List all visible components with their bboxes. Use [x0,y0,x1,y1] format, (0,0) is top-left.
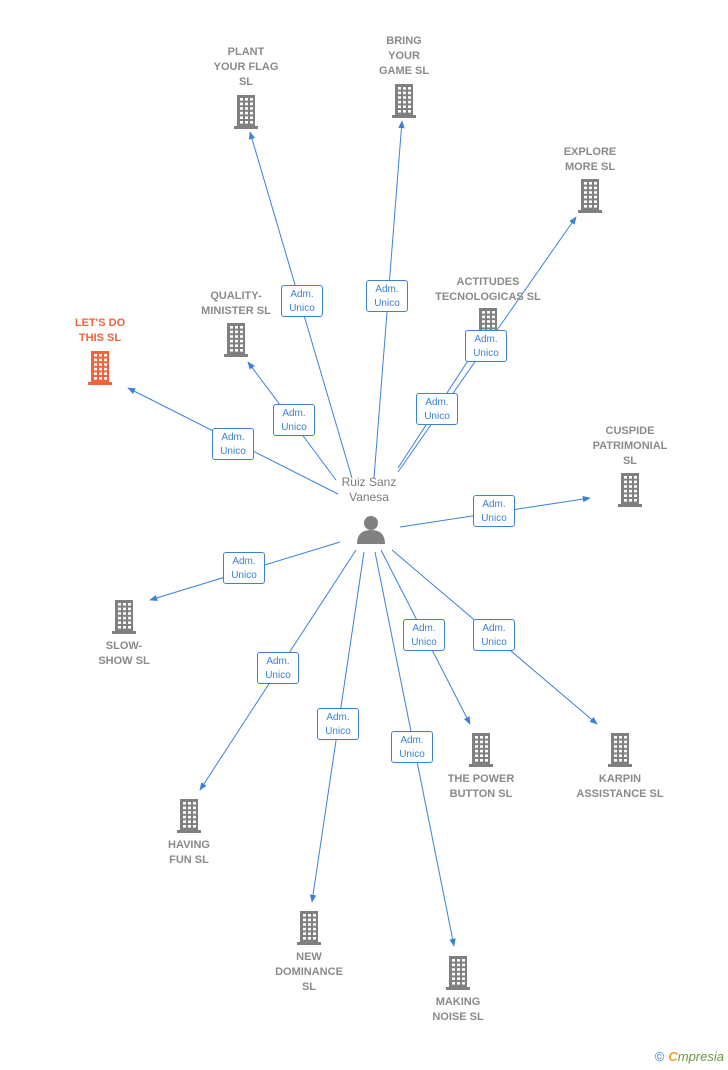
role-label-making-noise: Adm. Unico [391,731,433,763]
building-icon-slow-show[interactable] [112,600,136,634]
building-icon-having-fun[interactable] [177,799,201,833]
company-name-karpin-assistance[interactable]: KARPIN ASSISTANCE SL [576,773,664,800]
role-label-quality-minister: Adm. Unico [273,404,315,436]
role-label-cuspide-patrimonial: Adm. Unico [473,495,515,527]
building-icon-bring-your-game[interactable] [392,84,416,118]
company-name-new-dominance[interactable]: NEW DOMINANCE SL [275,951,343,993]
brand-logo: Cmpresia [668,1049,724,1064]
building-icon-plant-your-flag[interactable] [234,95,258,129]
company-name-cuspide-patrimonial[interactable]: CUSPIDE PATRIMONIAL SL [592,425,668,467]
company-name-explore-more[interactable]: EXPLORE MORE SL [563,146,617,173]
footer: ©Cmpresia [655,1049,724,1064]
role-label-bring-your-game: Adm. Unico [366,280,408,312]
building-icon-making-noise[interactable] [446,956,470,990]
company-name-having-fun[interactable]: HAVING FUN SL [168,839,210,866]
building-icon-the-power-button[interactable] [469,733,493,767]
company-name-actitudes-tecnologicas[interactable]: ACTITUDES TECNOLOGICAS SL [435,276,541,303]
role-label-explore-more: Adm. Unico [465,330,507,362]
company-name-plant-your-flag[interactable]: PLANT YOUR FLAG SL [213,46,279,88]
company-name-the-power-button[interactable]: THE POWER BUTTON SL [447,773,515,800]
building-icon-lets-do-this[interactable] [88,351,112,385]
person-name[interactable]: Ruiz Sanz Vanesa [341,475,397,504]
building-icon-cuspide-patrimonial[interactable] [618,473,642,507]
person-icon[interactable] [357,516,385,544]
company-name-quality-minister[interactable]: QUALITY- MINISTER SL [201,290,271,317]
company-name-slow-show[interactable]: SLOW- SHOW SL [98,640,150,667]
company-name-lets-do-this[interactable]: LET'S DO THIS SL [74,317,126,344]
company-name-making-noise[interactable]: MAKING NOISE SL [432,996,484,1023]
role-label-the-power-button: Adm. Unico [403,619,445,651]
role-label-plant-your-flag: Adm. Unico [281,285,323,317]
building-icon-explore-more[interactable] [578,179,602,213]
building-icon-karpin-assistance[interactable] [608,733,632,767]
building-icon-new-dominance[interactable] [297,911,321,945]
role-label-lets-do-this: Adm. Unico [212,428,254,460]
role-label-new-dominance: Adm. Unico [317,708,359,740]
company-name-bring-your-game[interactable]: BRING YOUR GAME SL [378,35,430,77]
copyright-symbol: © [654,1049,665,1064]
role-label-karpin-assistance: Adm. Unico [473,619,515,651]
role-label-actitudes-tecnologicas: Adm. Unico [416,393,458,425]
role-label-slow-show: Adm. Unico [223,552,265,584]
building-icon-quality-minister[interactable] [224,323,248,357]
role-label-having-fun: Adm. Unico [257,652,299,684]
